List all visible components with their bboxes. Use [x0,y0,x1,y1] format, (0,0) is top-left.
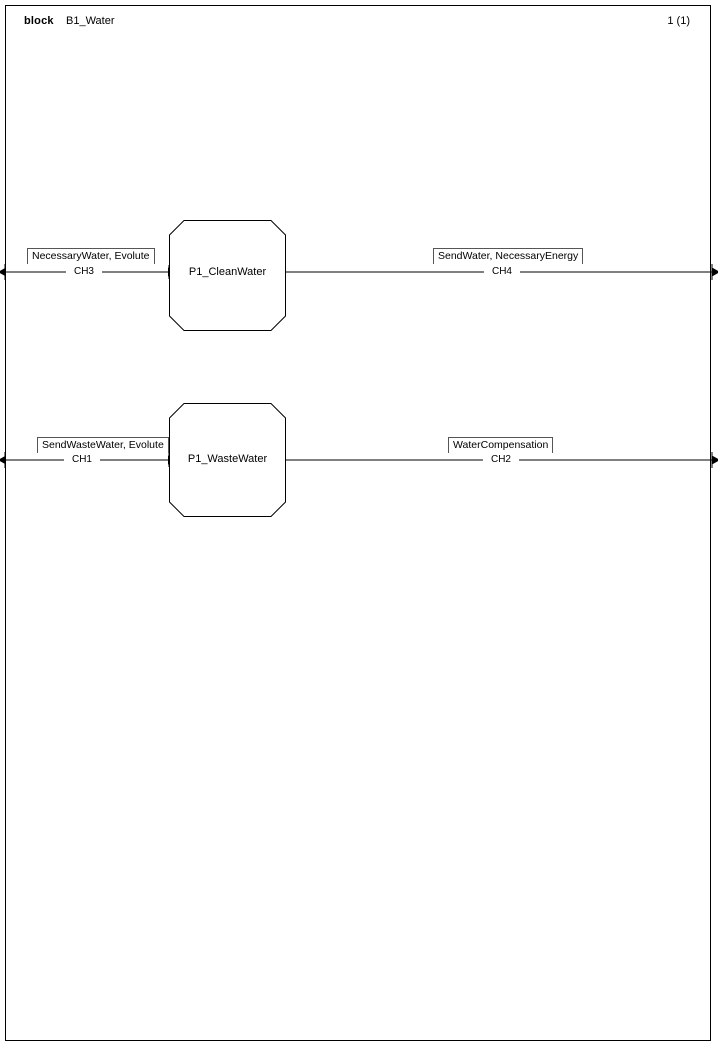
header-block-keyword: block [24,15,54,27]
process-block-waste-water[interactable]: P1_WasteWater [169,403,286,517]
process-block-shape [169,403,286,517]
sheet-frame [5,5,711,1041]
process-block-clean-water[interactable]: P1_CleanWater [169,220,286,331]
flow-label-ch1[interactable]: SendWasteWater, Evolute [37,437,169,453]
process-block-shape [169,220,286,331]
flow-label-ch3[interactable]: NecessaryWater, Evolute [27,248,155,264]
channel-tag-ch2: CH2 [483,454,519,465]
channel-tag-ch4: CH4 [484,266,520,277]
channel-tag-ch1: CH1 [64,454,100,465]
process-block-label: P1_WasteWater [187,453,268,465]
channel-tag-ch3: CH3 [66,266,102,277]
page-title: B1_Water [66,15,115,27]
flow-label-ch2[interactable]: WaterCompensation [448,437,554,453]
flow-label-ch4[interactable]: SendWater, NecessaryEnergy [433,248,584,264]
page-indicator: 1 (1) [667,15,690,27]
process-block-label: P1_CleanWater [188,266,267,278]
